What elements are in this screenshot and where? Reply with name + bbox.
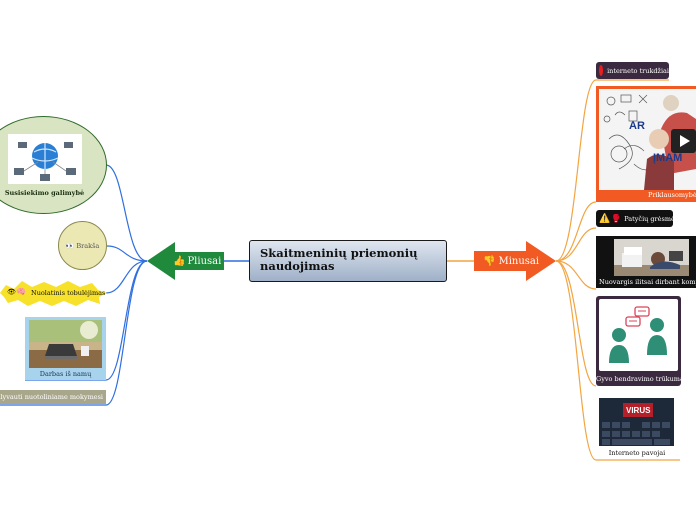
image-caption-ar: AR (629, 120, 645, 132)
tired-worker-photo (614, 239, 689, 276)
label-interneto-pavojai: Interneto pavojai (608, 449, 666, 457)
eyes-icon: 👀 (65, 241, 75, 250)
label-susisiekimo-galimybe: Susisiekimo galimybė (4, 189, 85, 197)
minusai-node[interactable]: 👎 Minusai (474, 241, 556, 281)
right-arrow-shape (474, 241, 556, 281)
chat-people-icon (599, 299, 678, 371)
video-thumbnail: AR ĮMAM (599, 89, 696, 190)
eye-icon: 👁 (7, 288, 16, 296)
node-darbas-is-namu[interactable]: Darbas iš namų (25, 317, 106, 380)
fighting-icon: 🥊 (611, 214, 622, 223)
red-circle-icon (599, 65, 604, 76)
node-nuotolinis-mokymasis[interactable]: dalyvauti nuotoliniame mokymesi (0, 390, 106, 404)
label-nuotolinis-mokymasis: dalyvauti nuotoliniame mokymesi (0, 393, 103, 401)
label-patyciu-gresme: Patyčių grėsmė (624, 214, 675, 223)
node-patyciu-gresme[interactable]: ⚠️ 🥊 Patyčių grėsmė (596, 210, 675, 227)
node-braksa[interactable]: 👀 Brakša (58, 221, 107, 270)
network-globe-icon (8, 134, 82, 184)
minusai-label: Minusai (498, 255, 540, 267)
node-interneto-trukdziai[interactable]: interneto trukdžiai (596, 62, 669, 79)
node-susisiekimo-galimybe[interactable]: Susisiekimo galimybė (0, 116, 107, 214)
pliusai-label: Pliusai (187, 255, 222, 267)
central-title: Skaitmeninių priemonių naudojimas (260, 246, 418, 273)
pliusai-node[interactable]: 👍 Pliusai (147, 242, 224, 280)
label-interneto-trukdziai: interneto trukdžiai (607, 66, 669, 75)
virus-keyboard-photo: VIRUS (599, 398, 674, 446)
thumbs-up-icon: 👍 (173, 255, 186, 267)
image-caption-imam: ĮMAM (653, 152, 682, 164)
image-caption-virus: VIRUS (626, 406, 651, 415)
node-nuovargis[interactable]: Nuovargis ilitsai dirbant kompiutą (596, 236, 696, 288)
central-topic[interactable]: Skaitmeninių priemonių naudojimas (249, 240, 447, 282)
label-darbas-is-namu: Darbas iš namų (39, 370, 92, 378)
warning-icon: ⚠️ (599, 213, 611, 224)
label-gyvo-bendravimo-trukumas: Gyvo bendravimo trūkumas (596, 375, 688, 383)
thumbs-down-icon: 👎 (483, 255, 496, 267)
label-braksa: Brakša (76, 241, 100, 250)
starburst-shape (0, 281, 107, 306)
node-gyvo-bendravimo-trukumas[interactable]: Gyvo bendravimo trūkumas (596, 296, 688, 386)
play-icon[interactable] (680, 135, 690, 147)
label-nuovargis: Nuovargis ilitsai dirbant kompiutą (599, 278, 696, 286)
brain-icon: 🧠 (16, 287, 26, 296)
node-priklausomybe[interactable]: AR ĮMAM Priklausomybė n (596, 86, 696, 202)
label-nuolatinis-tobulejimas: Nuolatinis tobulėjimas (31, 289, 106, 297)
left-arrow-shape (147, 242, 224, 280)
node-interneto-pavojai[interactable]: VIRUS Interneto pavojai (599, 398, 675, 460)
label-priklausomybe: Priklausomybė n (648, 191, 696, 199)
laptop-photo (29, 320, 102, 368)
node-nuolatinis-tobulejimas[interactable]: 👁 🧠 Nuolatinis tobulėjimas (0, 281, 107, 306)
